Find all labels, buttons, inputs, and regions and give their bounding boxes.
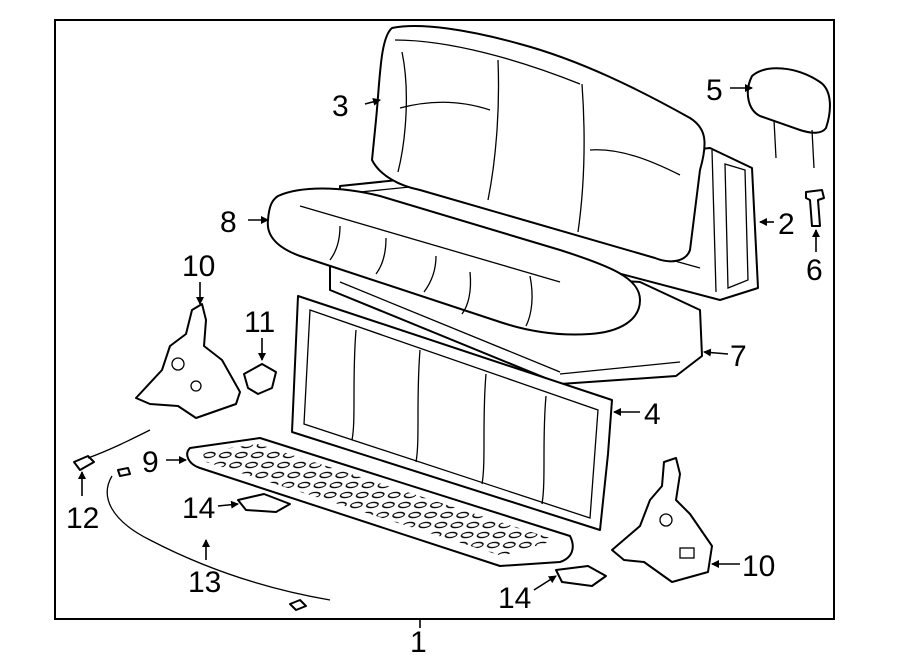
- part-4-seat-frame: [291, 295, 613, 531]
- part-8-seat-cushion: [266, 187, 641, 336]
- callout-10-left: 10: [182, 250, 215, 283]
- callout-9: 9: [142, 446, 159, 479]
- diagram-frame: [54, 19, 835, 620]
- callout-7: 7: [730, 340, 747, 373]
- part-12-strap: [73, 429, 151, 471]
- callout-11: 11: [244, 306, 275, 339]
- part-5-headrest: [746, 67, 831, 169]
- part-10-hinge-bracket-left: [135, 303, 241, 419]
- part-13-cable: [106, 467, 331, 611]
- callout-13: 13: [188, 566, 221, 599]
- callout-12: 12: [66, 502, 99, 535]
- callout-10-right: 10: [742, 550, 775, 583]
- leader-lines: [78, 84, 820, 628]
- part-6-headrest-guide: [805, 189, 825, 227]
- callout-6: 6: [806, 254, 823, 287]
- callout-1: 1: [410, 626, 427, 659]
- callout-3: 3: [332, 90, 349, 123]
- callout-14-left: 14: [182, 492, 215, 525]
- part-14-pad-right: [555, 565, 607, 587]
- callout-8: 8: [220, 206, 237, 239]
- part-14-pad-left: [237, 493, 291, 513]
- part-9-seat-pan: [186, 437, 574, 567]
- callout-2: 2: [778, 208, 795, 241]
- callout-14-right: 14: [498, 582, 531, 615]
- part-3-seat-back-cushion: [371, 25, 706, 263]
- part-11-cover: [243, 363, 277, 395]
- callout-4: 4: [644, 398, 661, 431]
- part-10-hinge-bracket-right: [611, 457, 713, 583]
- callout-5: 5: [706, 74, 723, 107]
